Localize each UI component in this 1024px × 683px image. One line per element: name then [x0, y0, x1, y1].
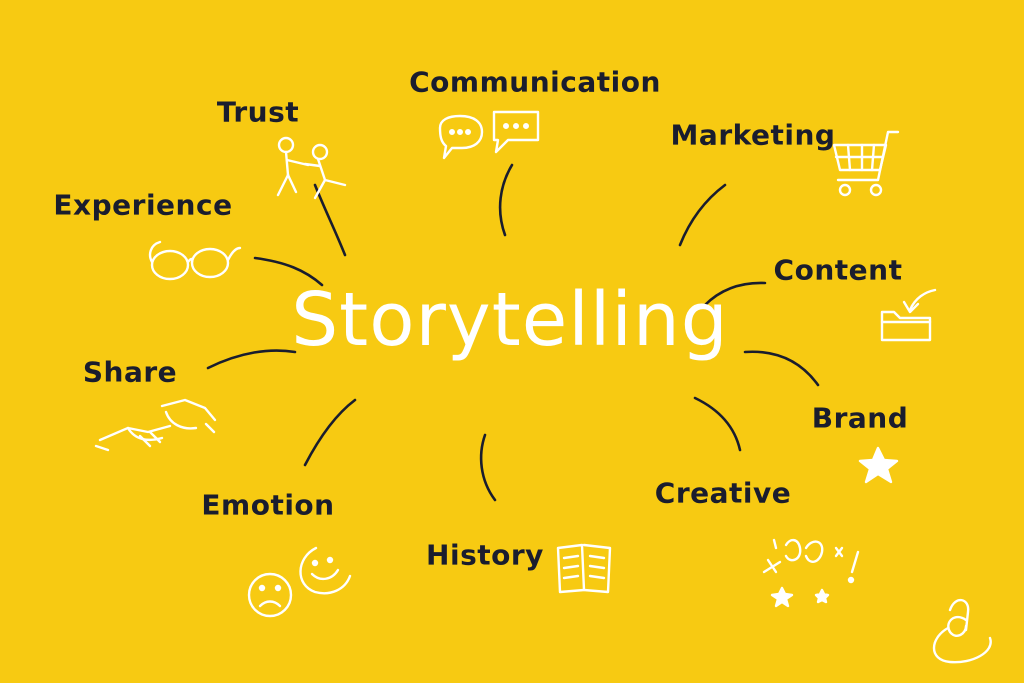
creative-doodle-icon	[762, 538, 860, 608]
spoke-communication	[498, 163, 514, 237]
label-share: Share	[82, 355, 178, 389]
label-emotion: Emotion	[201, 488, 335, 522]
logo-mark-icon	[932, 598, 992, 664]
speech-bubbles-icon	[438, 110, 540, 160]
spoke-brand	[743, 350, 820, 387]
label-trust: Trust	[216, 95, 300, 129]
folder-icon	[880, 288, 937, 342]
star-icon	[858, 446, 899, 484]
label-history: History	[426, 538, 544, 572]
spoke-emotion	[303, 398, 357, 467]
label-brand: Brand	[811, 401, 909, 435]
label-content: Content	[773, 253, 903, 287]
shopping-cart-icon	[832, 130, 900, 197]
spoke-experience	[253, 256, 324, 287]
spoke-share	[206, 349, 297, 370]
stick-figures-icon	[276, 136, 347, 200]
spoke-marketing	[678, 183, 727, 247]
label-experience: Experience	[53, 188, 233, 222]
center-label: Storytelling	[291, 277, 729, 363]
handshake-icon	[94, 398, 217, 452]
faces-icon	[247, 546, 352, 618]
spoke-history	[479, 433, 497, 502]
glasses-icon	[148, 240, 242, 281]
label-creative: Creative	[654, 476, 792, 510]
label-marketing: Marketing	[670, 118, 836, 152]
spoke-creative	[693, 396, 742, 452]
label-communication: Communication	[409, 65, 661, 99]
open-book-icon	[556, 543, 612, 594]
spoke-content	[703, 281, 767, 307]
